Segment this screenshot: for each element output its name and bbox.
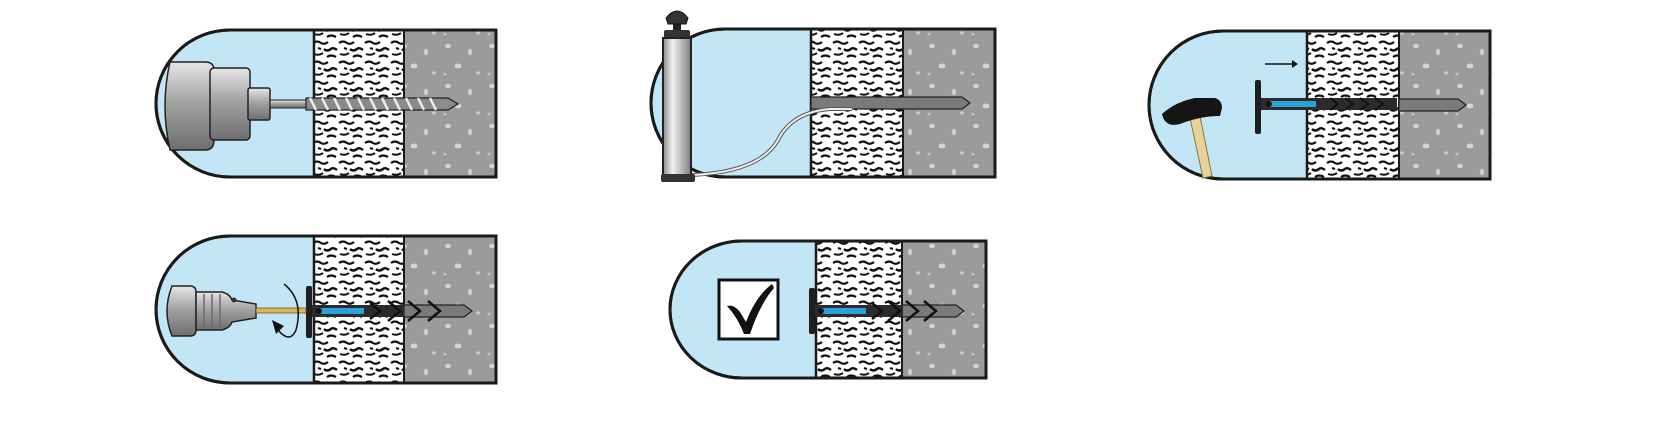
drilled-hole xyxy=(810,96,971,110)
rotation-arrow xyxy=(272,283,299,338)
panel-clean-hole xyxy=(649,10,997,182)
dowel-anchor xyxy=(809,288,938,334)
screwdriver-drill-icon xyxy=(166,285,307,337)
hammer-icon xyxy=(1162,98,1222,179)
drilled-hole xyxy=(1398,98,1467,112)
blow-pump-icon xyxy=(661,10,695,182)
direction-arrow xyxy=(1265,60,1298,68)
panel-insert-dowel xyxy=(1147,29,1492,181)
panel-drill-hole xyxy=(154,28,498,179)
panel-finished xyxy=(668,239,988,380)
dowel-anchor xyxy=(1255,80,1397,134)
dowel-anchor xyxy=(306,286,442,338)
checkmark-icon xyxy=(717,278,780,341)
panel-set-screw xyxy=(154,234,498,385)
hammer-drill-icon xyxy=(164,61,460,151)
